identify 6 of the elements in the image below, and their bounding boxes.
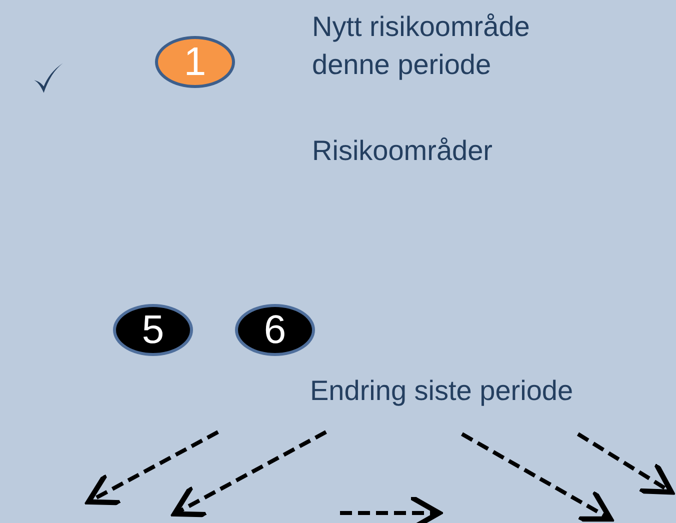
number-ellipse: 1 <box>155 36 235 88</box>
number-ellipse: 5 <box>113 304 193 356</box>
number-ellipse: 6 <box>235 304 315 356</box>
legend-text: Endring siste periode <box>310 374 574 408</box>
legend-text: Risikoområder <box>312 134 492 168</box>
legend-text: Nytt risikoområde denne periode <box>312 10 531 82</box>
